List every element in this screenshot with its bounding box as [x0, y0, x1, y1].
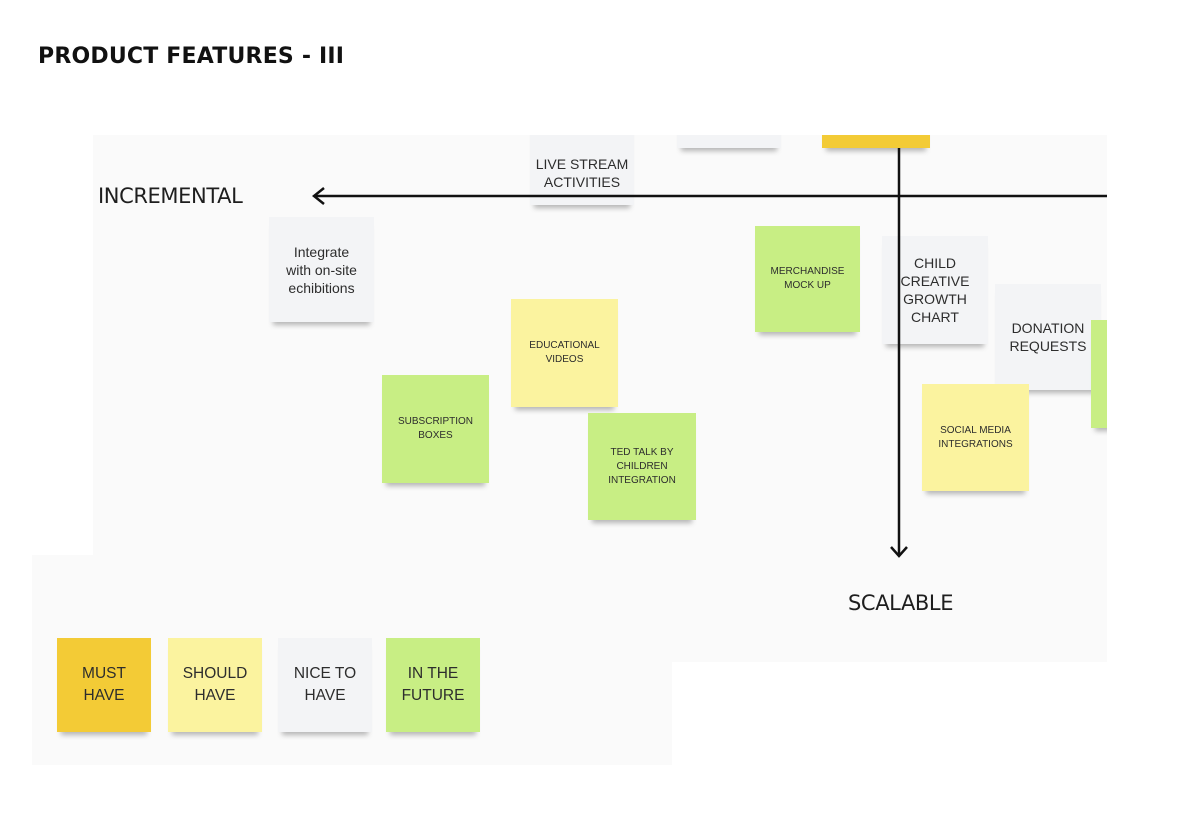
note-onsite-exhibitions[interactable]: Integrate with on-site echibitions [269, 217, 374, 322]
legend-must-have: MUST HAVE [57, 638, 151, 732]
left-arrowhead [311, 187, 325, 205]
note-partial-must-have[interactable] [822, 135, 930, 148]
legend-in-the-future: IN THE FUTURE [386, 638, 480, 732]
note-merchandise-mock-up[interactable]: MERCHANDISE MOCK UP [755, 226, 860, 332]
note-partial-top[interactable] [677, 135, 781, 148]
axis-label-incremental: INCREMENTAL [98, 184, 243, 208]
note-donation-requests[interactable]: DONATION REQUESTS [995, 284, 1101, 390]
note-educational-videos[interactable]: EDUCATIONAL VIDEOS [511, 299, 618, 407]
legend-nice-to-have: NICE TO HAVE [278, 638, 372, 732]
down-arrowhead [890, 546, 908, 558]
legend-should-have: SHOULD HAVE [168, 638, 262, 732]
note-ted-talk-by-children[interactable]: TED TALK BY CHILDREN INTEGRATION [588, 413, 696, 520]
note-partial-right[interactable] [1091, 320, 1107, 428]
note-social-media-integrations[interactable]: SOCIAL MEDIA INTEGRATIONS [922, 384, 1029, 491]
note-subscription-boxes[interactable]: SUBSCRIPTION BOXES [382, 375, 489, 483]
axis-label-scalable: SCALABLE [848, 591, 954, 615]
page-title: PRODUCT FEATURES - III [38, 44, 345, 69]
board-canvas: LIVE STREAM ACTIVITIES Integrate with on… [93, 135, 1107, 662]
note-live-stream-activities[interactable]: LIVE STREAM ACTIVITIES [530, 135, 634, 205]
